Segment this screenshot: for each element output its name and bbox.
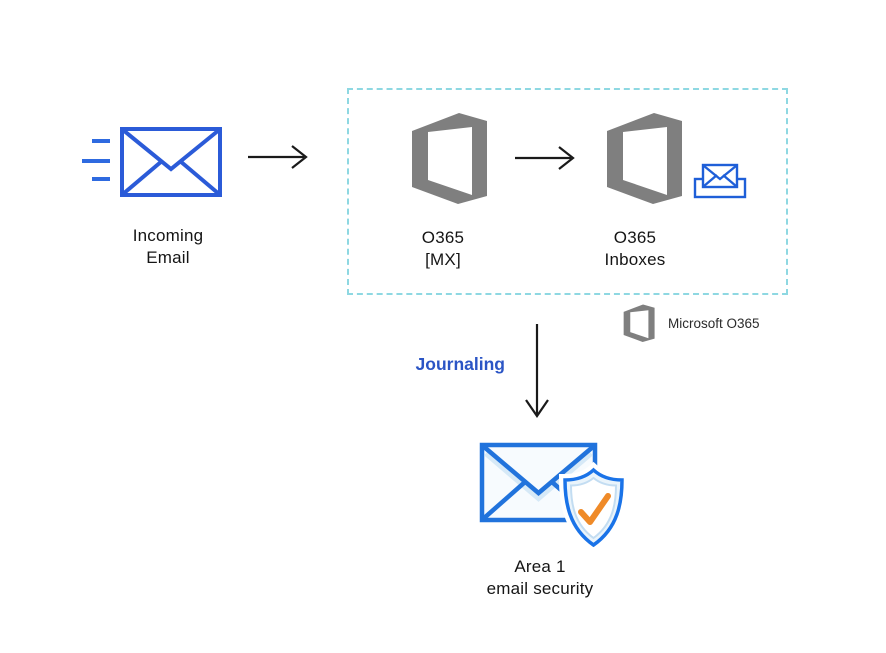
o365-mx-label: O365 [MX] [421, 228, 465, 269]
inbox-icon [693, 163, 747, 199]
legend: Microsoft O365 [622, 304, 760, 342]
incoming-email-icon [82, 127, 222, 197]
office365-mx-icon [412, 113, 487, 204]
journaling-label: Journaling [415, 354, 505, 374]
office365-legend-icon [623, 304, 655, 342]
office365-inboxes-icon [607, 113, 682, 204]
area1-security-icon [479, 442, 629, 553]
shield-check-icon [558, 461, 629, 553]
speed-lines-icon [82, 139, 110, 181]
o365-boundary-box [347, 88, 788, 295]
envelope-icon [120, 127, 222, 197]
arrow-right-icon [248, 145, 308, 169]
o365-inboxes-label: O365 Inboxes [604, 228, 666, 269]
area1-label: Area 1 email security [486, 557, 594, 598]
arrow-down-icon [525, 324, 549, 418]
legend-label: Microsoft O365 [668, 315, 760, 331]
arrow-right-icon [515, 146, 575, 170]
incoming-email-label: Incoming Email [132, 226, 204, 267]
